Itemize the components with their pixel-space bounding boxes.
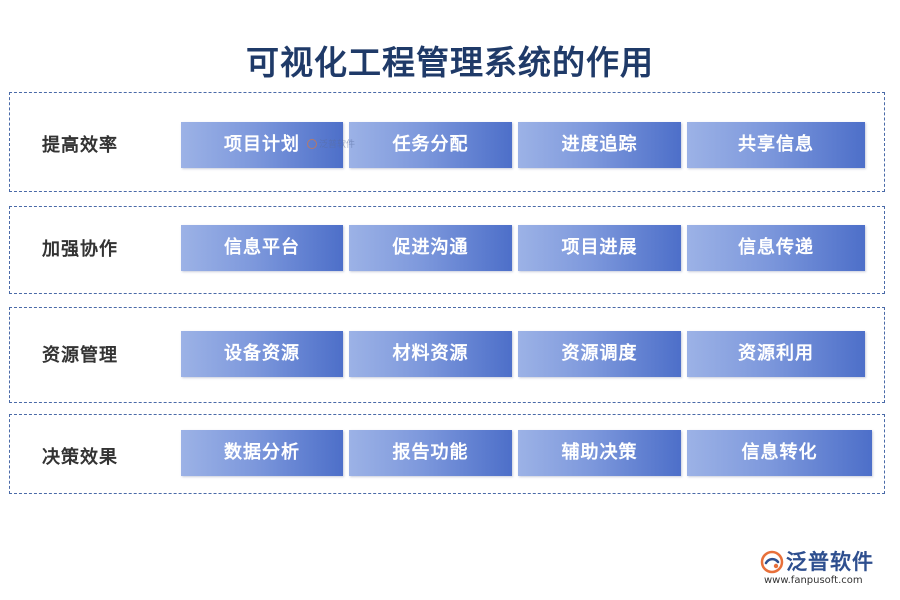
item-box: 材料资源: [349, 331, 512, 377]
item-box: 数据分析: [181, 430, 343, 476]
item-box: 项目进展: [518, 225, 681, 271]
group-efficiency: [9, 92, 885, 192]
item-box: 辅助决策: [518, 430, 681, 476]
item-box: 信息转化: [687, 430, 872, 476]
group-label: 资源管理: [42, 345, 118, 366]
item-box: 资源利用: [687, 331, 865, 377]
brand-url: www.fanpusoft.com: [764, 575, 863, 586]
group-resource-management: [9, 307, 885, 403]
item-box: 共享信息: [687, 122, 865, 168]
group-label: 加强协作: [42, 239, 118, 260]
brand-logo: 泛普软件 www.fanpusoft.com: [760, 546, 888, 590]
group-collaboration: [9, 206, 885, 294]
item-box: 任务分配: [349, 122, 512, 168]
watermark-logo-icon: [307, 138, 317, 149]
group-label: 提高效率: [42, 135, 118, 156]
item-box: 进度追踪: [518, 122, 681, 168]
group-label: 决策效果: [42, 447, 118, 468]
item-box: 报告功能: [349, 430, 512, 476]
diagram-title: 可视化工程管理系统的作用: [246, 43, 654, 82]
item-box: 促进沟通: [349, 225, 512, 271]
item-box: 信息传递: [687, 225, 865, 271]
watermark-text: 泛普软件: [319, 140, 356, 150]
item-box: 设备资源: [181, 331, 343, 377]
item-box: 信息平台: [181, 225, 343, 271]
fanpu-logo-icon: [760, 550, 784, 574]
brand-name: 泛普软件: [786, 550, 874, 574]
group-decision-effect: [9, 414, 885, 494]
item-box: 资源调度: [518, 331, 681, 377]
watermark: 泛普软件: [307, 137, 355, 150]
